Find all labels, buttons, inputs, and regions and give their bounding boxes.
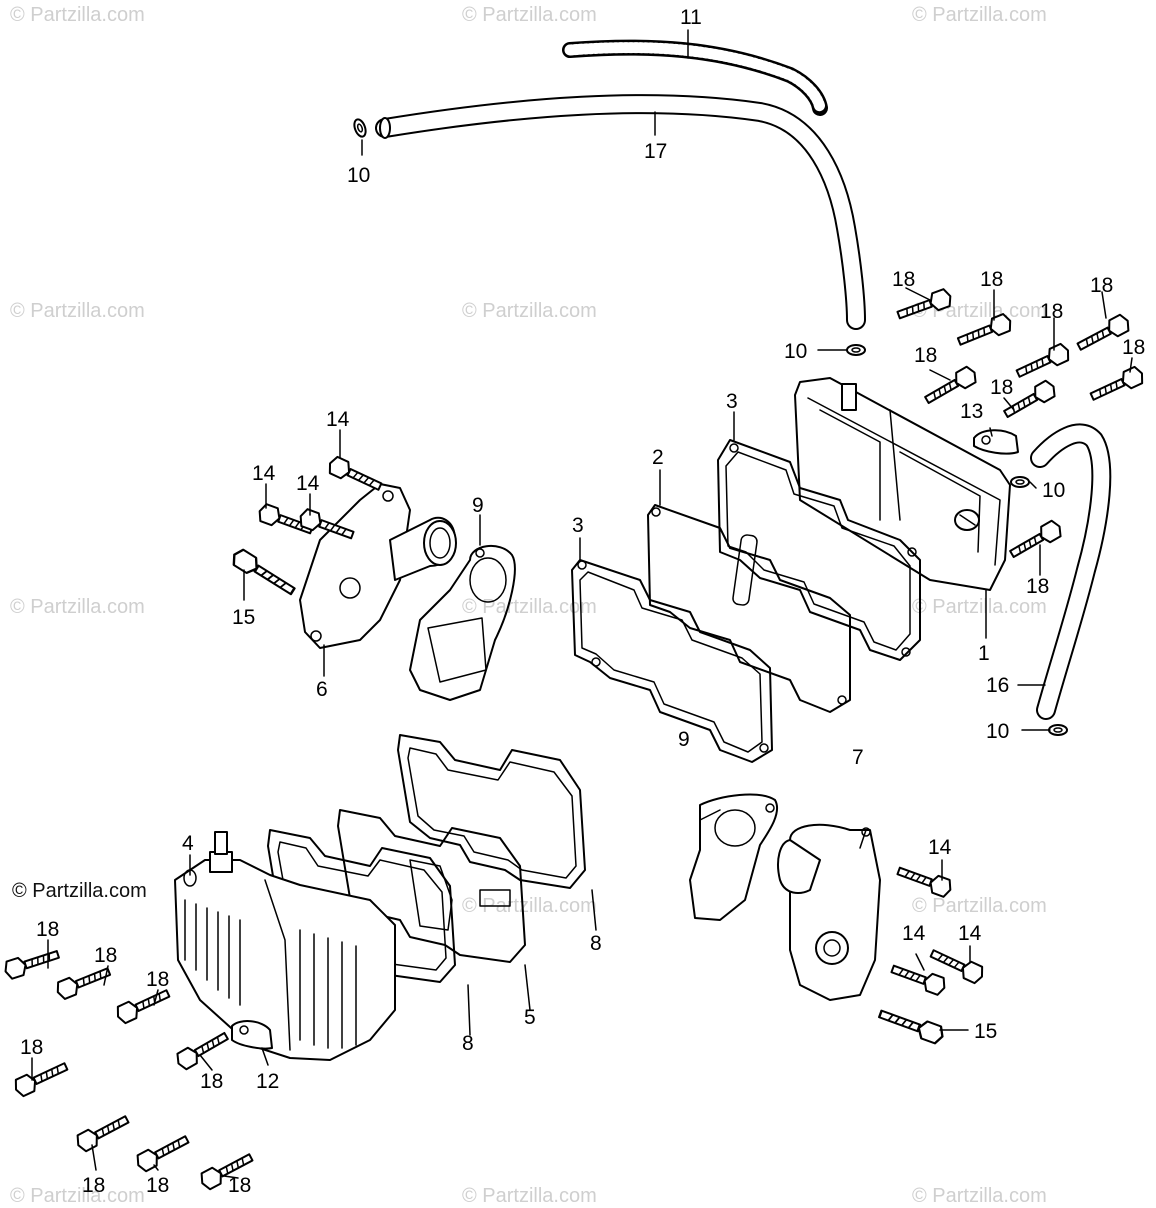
bolt-18 [1087, 364, 1147, 406]
callout-9: 9 [472, 494, 484, 517]
clip-10-mid [846, 344, 866, 356]
callout-8: 8 [462, 1032, 474, 1055]
callout-10: 10 [784, 340, 807, 363]
callout-18: 18 [892, 268, 915, 291]
callout-5: 5 [524, 1006, 536, 1029]
callout-18: 18 [1026, 575, 1049, 598]
spring-11 [562, 39, 828, 116]
leader-lines [31, 29, 1133, 1179]
hose-16 [1030, 423, 1112, 720]
callout-10: 10 [986, 720, 1009, 743]
bolt-15 [228, 545, 299, 600]
callout-8: 8 [590, 932, 602, 955]
clip-10-bottom [1048, 724, 1068, 736]
callout-14: 14 [326, 408, 350, 431]
bolt-14 [888, 959, 949, 998]
callout-15: 15 [974, 1020, 997, 1043]
callout-10: 10 [347, 164, 370, 187]
callout-11: 11 [680, 6, 702, 29]
callout-18: 18 [1040, 300, 1063, 323]
callout-13: 13 [960, 400, 983, 423]
gasket-3-lower [571, 559, 773, 763]
callout-18: 18 [228, 1174, 251, 1197]
bracket-12 [231, 1020, 273, 1050]
bolt-18 [954, 311, 1015, 351]
bolt-18 [133, 1130, 193, 1175]
cover-1 [794, 377, 1011, 591]
callout-10: 10 [1042, 479, 1065, 502]
clip-10-right [1010, 476, 1030, 488]
bolt-15 [876, 1004, 947, 1047]
bolt-18 [894, 286, 955, 325]
bracket-13 [973, 429, 1019, 455]
callout-14: 14 [928, 836, 952, 859]
callout-3: 3 [572, 514, 584, 537]
callout-18: 18 [990, 376, 1013, 399]
gasket-9-upper [409, 544, 516, 701]
plate-2 [647, 504, 851, 713]
gasket-9-lower [689, 793, 779, 921]
bolt-18 [1006, 517, 1066, 563]
callout-18: 18 [1090, 274, 1113, 297]
callouts: 11 17 10 10 10 10 18 18 18 18 18 18 18 1… [20, 6, 1145, 1197]
callout-17: 17 [644, 140, 667, 163]
callout-18: 18 [82, 1174, 105, 1197]
callout-18: 18 [36, 918, 59, 941]
callout-14: 14 [958, 922, 982, 945]
callout-14: 14 [902, 922, 926, 945]
callout-18: 18 [980, 268, 1003, 291]
bolt-14 [325, 454, 385, 496]
housing-7 [777, 823, 881, 1001]
clip-10-top [351, 116, 369, 140]
callout-18: 18 [94, 944, 117, 967]
bolt-18 [73, 1110, 133, 1155]
callout-18: 18 [146, 968, 169, 991]
bolt-18 [1, 944, 62, 981]
gasket-8-back [397, 734, 586, 889]
callout-14: 14 [296, 472, 320, 495]
callout-9: 9 [678, 728, 690, 751]
callout-18: 18 [20, 1036, 43, 1059]
cover-4 [174, 831, 396, 1061]
callout-14: 14 [252, 462, 276, 485]
callout-15: 15 [232, 606, 255, 629]
bolt-18 [113, 984, 173, 1026]
hose-17 [375, 94, 866, 330]
housing-6 [299, 483, 457, 649]
callout-6: 6 [316, 678, 328, 701]
callout-3: 3 [726, 390, 738, 413]
callout-4: 4 [182, 832, 194, 855]
callout-18: 18 [1122, 336, 1145, 359]
callout-7: 7 [852, 746, 864, 769]
bolt-18 [172, 1027, 232, 1073]
bolt-14 [894, 861, 955, 900]
bolt-18 [53, 962, 114, 1002]
callout-18: 18 [914, 344, 937, 367]
bolt-18 [11, 1057, 71, 1099]
callout-16: 16 [986, 674, 1009, 697]
callout-12: 12 [256, 1070, 279, 1093]
callout-1: 1 [978, 642, 990, 665]
callout-2: 2 [652, 446, 664, 469]
callout-18: 18 [146, 1174, 169, 1197]
bolt-18 [1013, 341, 1073, 383]
callout-18: 18 [200, 1070, 223, 1093]
